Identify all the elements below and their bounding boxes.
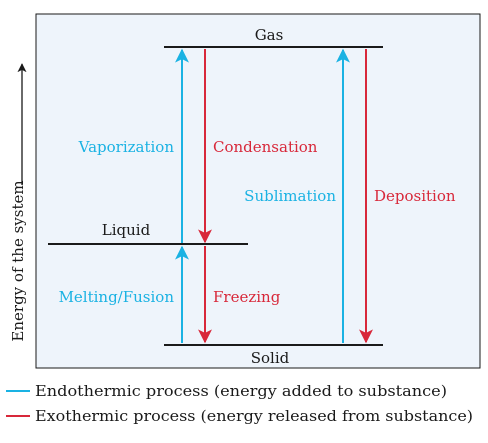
sublimation-label: Sublimation (244, 187, 336, 205)
melting-fusion-label: Melting/Fusion (59, 288, 175, 306)
condensation-label: Condensation (213, 138, 318, 156)
liquid-level-label: Liquid (102, 221, 151, 239)
legend-endothermic-text: Endothermic process (energy added to sub… (35, 382, 447, 400)
diagram-panel (35, 13, 481, 369)
legend-exothermic-text: Exothermic process (energy released from… (35, 407, 473, 425)
gas-level-label: Gas (255, 26, 284, 44)
freezing-label: Freezing (213, 288, 281, 306)
solid-level-label: Solid (251, 349, 290, 367)
vaporization-label: Vaporization (78, 138, 175, 156)
energy-axis-label: Energy of the system (9, 180, 27, 341)
deposition-label: Deposition (374, 187, 456, 205)
